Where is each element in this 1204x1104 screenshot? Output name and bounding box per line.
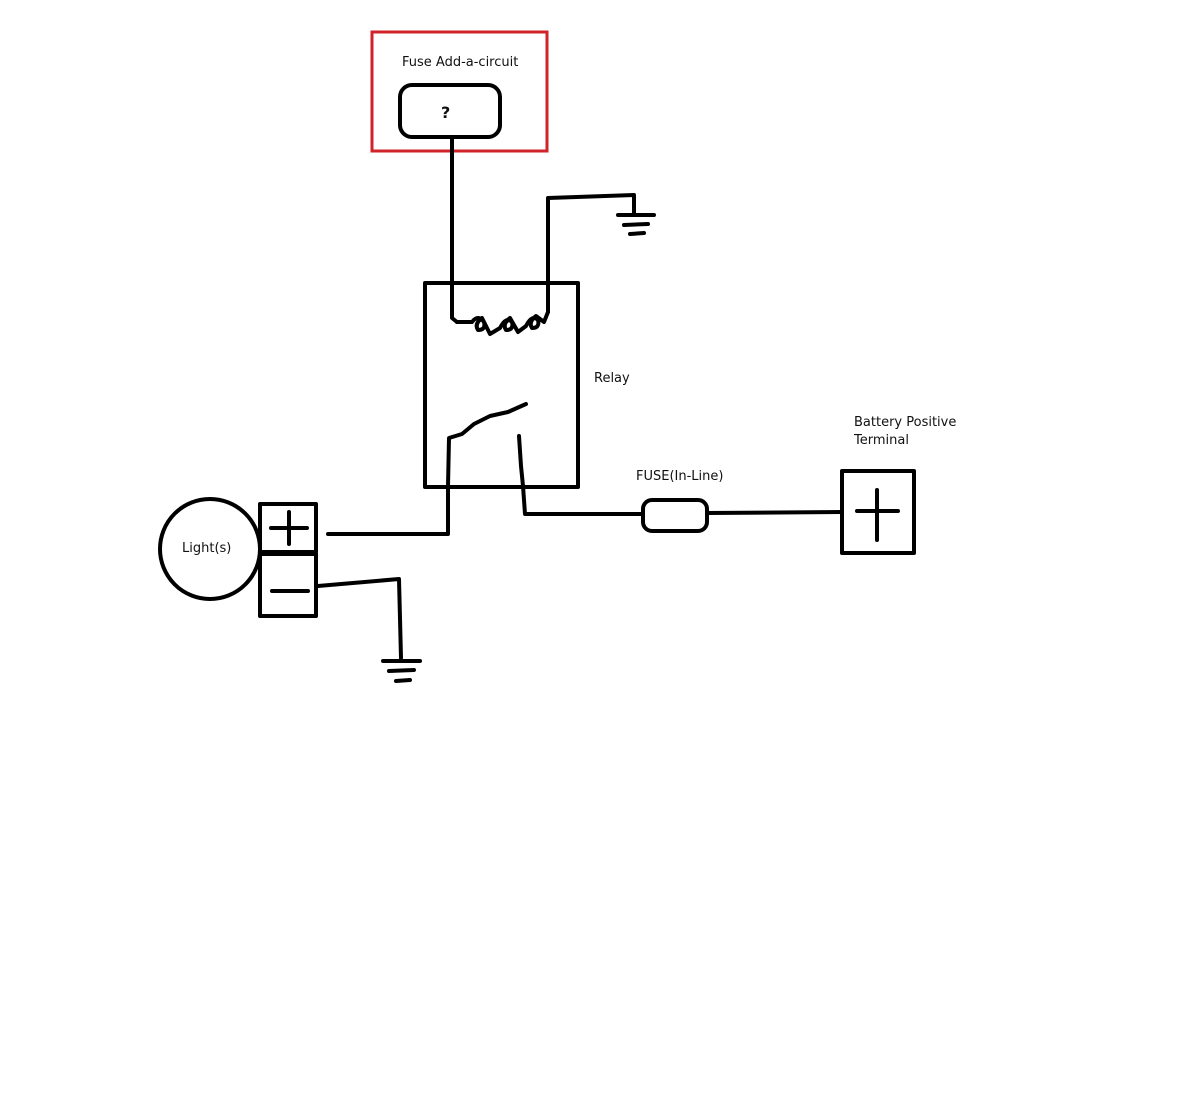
relay-switch-contact (517, 434, 525, 488)
relay-label: Relay (594, 371, 630, 386)
fuse-add-a-circuit-label: Fuse Add-a-circuit (402, 55, 518, 70)
add-a-circuit-fuse (398, 83, 502, 139)
inline-fuse (641, 498, 709, 533)
wire-relay-to-fuse (521, 484, 645, 516)
wire-fuse-to-battery (705, 510, 844, 515)
light-negative-terminal (258, 552, 318, 618)
lights-label: Light(s) (182, 541, 231, 556)
wire-light-to-ground (316, 577, 403, 660)
wire-coil-to-ground (546, 193, 636, 314)
inline-fuse-label: FUSE(In-Line) (636, 469, 723, 484)
wire-relay-to-light (326, 484, 450, 536)
ground-symbol-light (381, 659, 422, 683)
relay-box (423, 281, 580, 489)
unknown-fuse-label: ? (441, 103, 450, 122)
battery-positive-terminal (840, 469, 916, 555)
wire-fuse-to-coil (450, 136, 459, 324)
ground-symbol-coil (616, 213, 656, 236)
battery-label-line1: Battery Positive (854, 415, 956, 430)
fuse-add-a-circuit-highlight (370, 30, 549, 153)
relay-coil (455, 310, 550, 336)
battery-label-line2: Terminal (853, 433, 909, 448)
relay-switch-arm (446, 402, 528, 488)
